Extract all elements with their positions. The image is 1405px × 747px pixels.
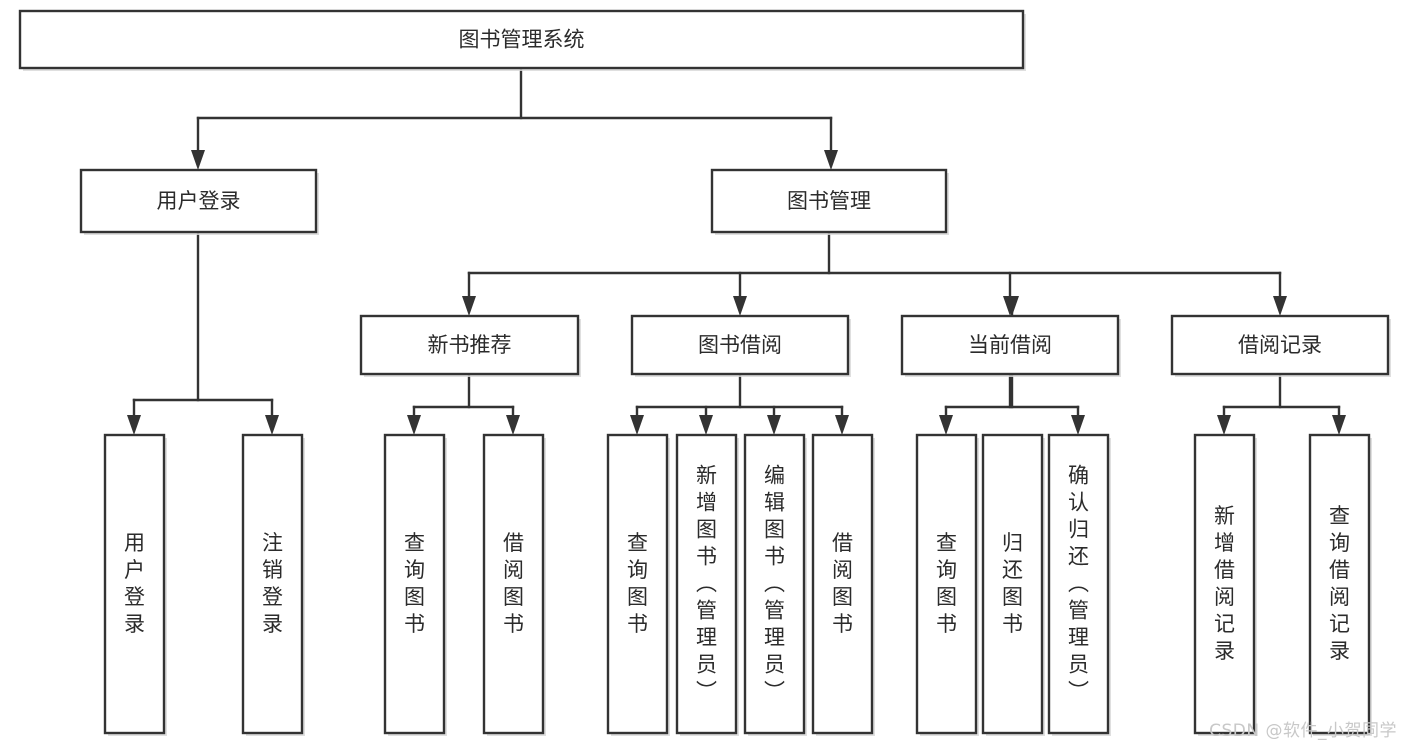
node-book-manage[interactable]: 图书管理: [710, 168, 949, 235]
node-label: 当前借阅: [968, 333, 1052, 357]
node-rect: [1193, 433, 1256, 735]
arrow-head-icon: [191, 150, 205, 170]
node-label: 借阅图书: [832, 531, 853, 636]
arrow-head-icon: [630, 415, 644, 435]
connector-userlogin-to-leaves: [127, 230, 279, 435]
node-label: 编辑图书︵管理员︶: [764, 464, 785, 704]
node-label: 用户登录: [124, 531, 145, 636]
node-rect: [1308, 433, 1371, 735]
arrow-head-icon: [939, 415, 953, 435]
node-rect: [743, 433, 806, 735]
node-label: 图书管理: [787, 189, 871, 213]
node-rect: [630, 314, 850, 376]
node-label: 图书借阅: [698, 333, 782, 357]
node-rect: [915, 433, 978, 735]
node-user-login[interactable]: 用户登录: [79, 168, 319, 235]
node-new-book-recommend[interactable]: 新书推荐: [359, 314, 581, 377]
node-leaf-add-record[interactable]: 新增借阅记录: [1193, 433, 1257, 736]
node-label: 图书管理系统: [459, 28, 585, 52]
node-rect: [981, 433, 1044, 735]
connector-borrowrecord-to-leaves: [1217, 372, 1346, 435]
node-rect: [675, 433, 738, 735]
arrow-head-icon: [699, 415, 713, 435]
node-rect: [103, 433, 166, 735]
arrow-head-icon: [767, 415, 781, 435]
node-book-borrow[interactable]: 图书借阅: [630, 314, 851, 377]
arrow-head-icon: [1217, 415, 1231, 435]
node-leaf-user-login[interactable]: 用户登录: [103, 433, 167, 736]
arrow-head-icon: [733, 296, 747, 316]
node-label: 归还图书: [1002, 531, 1023, 636]
connector-bookborrow-to-leaves: [630, 372, 849, 435]
node-rect: [1170, 314, 1390, 376]
node-root[interactable]: 图书管理系统: [18, 9, 1026, 71]
node-label: 确认归还︵管理员︶: [1068, 464, 1089, 704]
arrow-head-icon: [1071, 415, 1085, 435]
node-label: 查询图书: [936, 531, 957, 636]
node-rect: [18, 9, 1025, 70]
arrow-head-icon: [824, 150, 838, 170]
node-label: 新增借阅记录: [1214, 504, 1235, 663]
node-rect: [383, 433, 446, 735]
arrow-head-icon: [1332, 415, 1346, 435]
node-leaf-borrow-book-1[interactable]: 借阅图书: [482, 433, 546, 736]
node-rect: [482, 433, 545, 735]
arrow-head-icon: [835, 415, 849, 435]
node-rect: [359, 314, 580, 376]
node-leaf-query-book-3[interactable]: 查询图书: [915, 433, 979, 736]
connector-layer: [127, 66, 1346, 435]
node-label: 查询图书: [627, 531, 648, 636]
arrow-head-icon: [265, 415, 279, 435]
node-leaf-return-book[interactable]: 归还图书: [981, 433, 1045, 736]
node-label: 新书推荐: [428, 333, 512, 357]
node-label: 查询借阅记录: [1329, 504, 1350, 663]
csdn-watermark: CSDN @软件_小贺同学: [1209, 721, 1397, 741]
node-rect: [79, 168, 318, 234]
node-leaf-query-book-1[interactable]: 查询图书: [383, 433, 447, 736]
arrow-head-icon: [1005, 296, 1019, 316]
node-label: 借阅图书: [503, 531, 524, 636]
node-leaf-query-book-2[interactable]: 查询图书: [606, 433, 670, 736]
node-leaf-edit-book[interactable]: 编辑图书︵管理员︶: [743, 433, 807, 736]
node-label: 借阅记录: [1238, 333, 1322, 357]
node-rect: [900, 314, 1120, 376]
connector-bookmanage-to-level2: [462, 230, 1287, 316]
node-label: 注销登录: [262, 531, 283, 636]
arrow-head-icon: [506, 415, 520, 435]
node-leaf-borrow-book-2[interactable]: 借阅图书: [811, 433, 875, 736]
arrow-head-icon: [127, 415, 141, 435]
node-layer: 图书管理系统用户登录图书管理新书推荐图书借阅当前借阅借阅记录用户登录注销登录查询…: [18, 9, 1391, 736]
node-rect: [811, 433, 874, 735]
node-label: 查询图书: [404, 531, 425, 636]
node-rect: [1047, 433, 1110, 735]
node-rect: [241, 433, 304, 735]
node-borrow-record[interactable]: 借阅记录: [1170, 314, 1391, 377]
arrow-head-icon: [1273, 296, 1287, 316]
node-current-borrow[interactable]: 当前借阅: [900, 314, 1121, 377]
arrow-head-icon: [462, 296, 476, 316]
node-label: 新增图书︵管理员︶: [696, 464, 717, 704]
node-leaf-add-book[interactable]: 新增图书︵管理员︶: [675, 433, 739, 736]
node-rect: [606, 433, 669, 735]
arrow-head-icon: [407, 415, 421, 435]
node-rect: [710, 168, 948, 234]
connector-root-to-level1: [191, 66, 838, 170]
node-leaf-logout[interactable]: 注销登录: [241, 433, 305, 736]
node-label: 用户登录: [157, 189, 241, 213]
node-leaf-query-record[interactable]: 查询借阅记录: [1308, 433, 1372, 736]
node-leaf-confirm-return[interactable]: 确认归还︵管理员︶: [1047, 433, 1111, 736]
connector-newbook-to-leaves: [407, 372, 520, 435]
